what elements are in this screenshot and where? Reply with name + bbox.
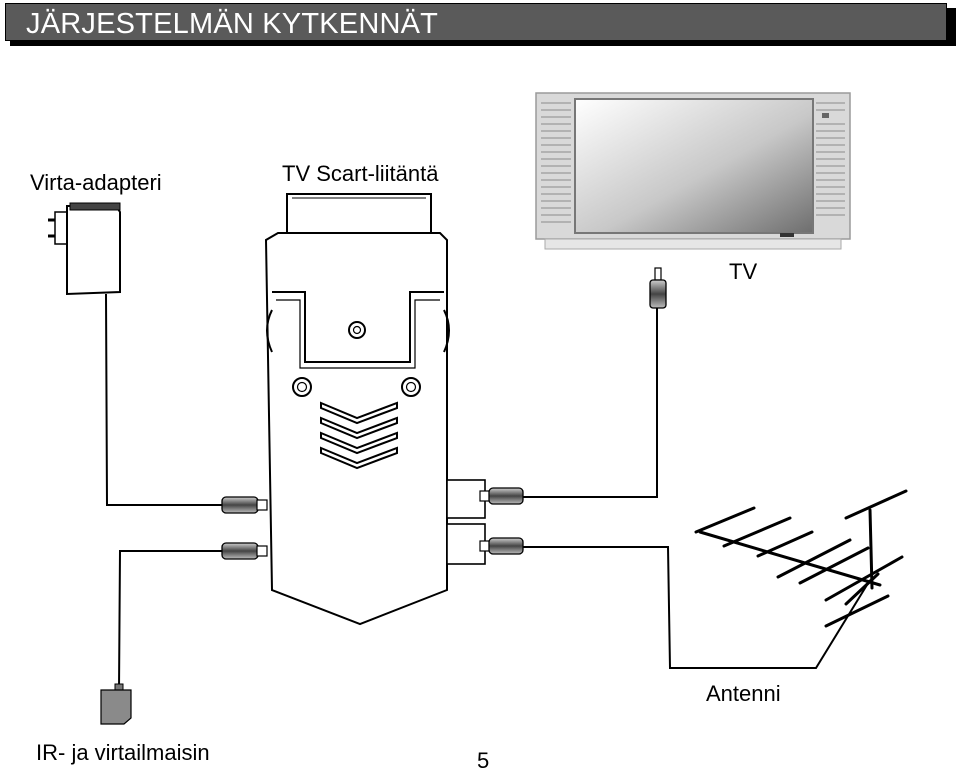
ir-sensor-label: IR- ja virtailmaisin — [36, 740, 210, 765]
rca-plug-right-top-icon — [479, 487, 524, 505]
tv-antenna-plug-icon — [649, 267, 667, 309]
page-number: 5 — [477, 748, 490, 773]
rca-plug-left-top-icon — [221, 496, 268, 514]
power-adapter-label: Virta-adapteri — [30, 170, 162, 195]
antenna-label: Antenni — [706, 681, 781, 706]
ir-sensor-icon — [100, 683, 132, 725]
tv-scart-label: TV Scart-liitäntä — [282, 161, 439, 186]
antenna-icon — [694, 489, 908, 628]
rca-plug-right-bottom-icon — [479, 537, 524, 555]
power-adapter-icon — [48, 202, 121, 296]
rca-plug-left-bottom-icon — [221, 542, 268, 560]
tv-icon — [535, 92, 851, 250]
page-title: JÄRJESTELMÄN KYTKENNÄT — [26, 8, 439, 40]
tv-label: TV — [729, 259, 758, 284]
cables — [105, 293, 871, 691]
page-header: JÄRJESTELMÄN KYTKENNÄT — [5, 3, 947, 41]
scart-receiver-icon — [264, 193, 486, 626]
